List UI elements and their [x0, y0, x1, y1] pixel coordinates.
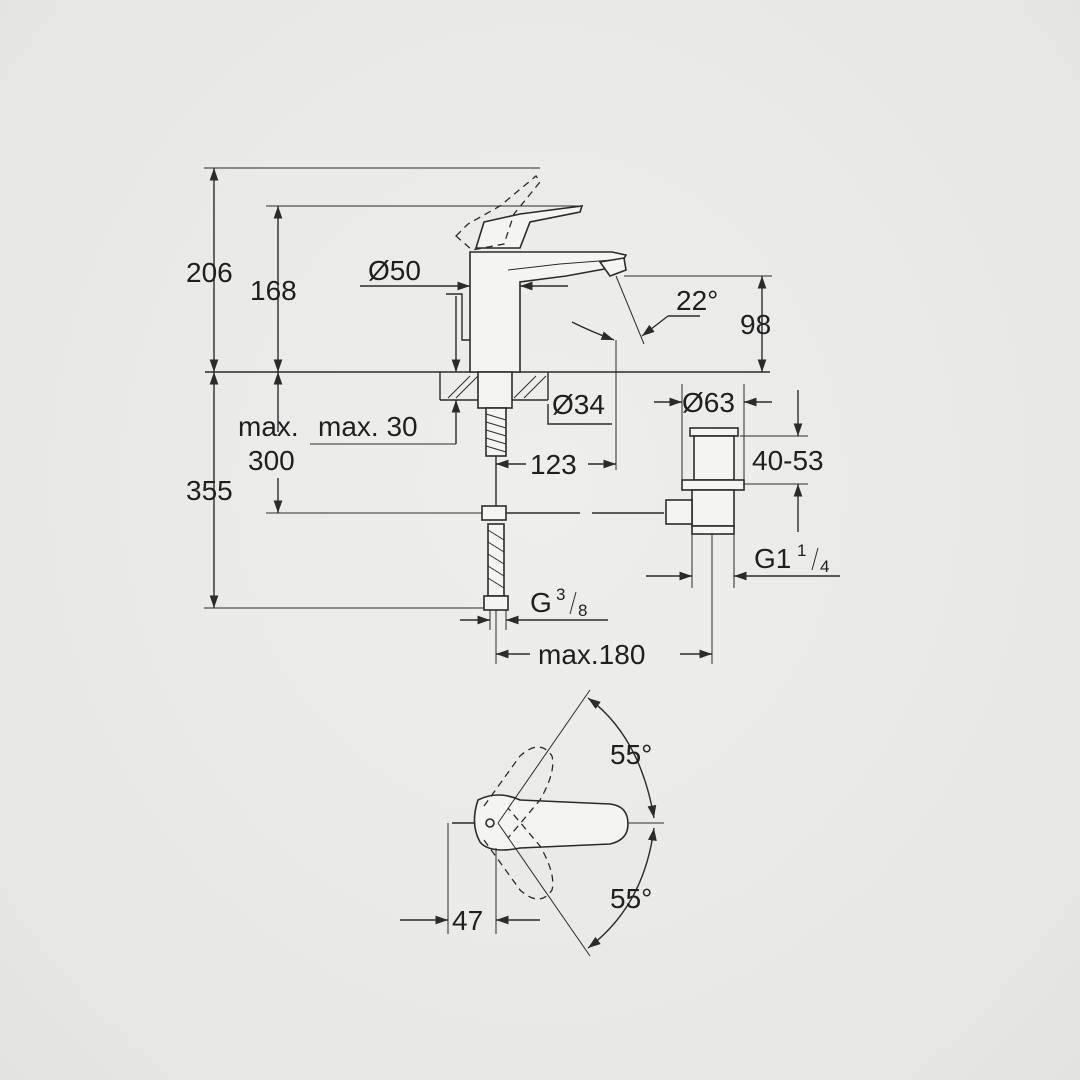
aerator — [598, 257, 627, 277]
dim-max-180: max.180 — [538, 639, 645, 670]
dim-300: 300 — [248, 445, 295, 476]
dim-max-30: max. 30 — [318, 411, 418, 442]
mounting-shank — [477, 371, 513, 409]
dim-206: 206 — [186, 257, 233, 288]
dim-98: 98 — [740, 309, 771, 340]
dim-40-53: 40-53 — [752, 445, 824, 476]
dim-supply-thread: G 3 8 — [530, 585, 587, 620]
supply-nut — [483, 595, 509, 611]
hose-connector — [481, 505, 507, 521]
svg-text:8: 8 — [578, 601, 587, 620]
dim-angle-up: 55° — [610, 739, 652, 770]
svg-text:1: 1 — [797, 541, 806, 560]
dim-123: 123 — [530, 449, 577, 480]
popup-rod — [446, 293, 470, 341]
lever-alternate-position — [455, 175, 541, 251]
svg-text:G: G — [530, 587, 552, 618]
plan-view — [400, 689, 664, 957]
dim-168: 168 — [250, 275, 297, 306]
elevation-view — [204, 167, 840, 664]
svg-text:3: 3 — [556, 585, 565, 604]
lever-rotated-down — [483, 807, 554, 900]
waste-valve — [665, 427, 745, 535]
dim-waste-diameter: Ø63 — [682, 387, 735, 418]
svg-text:G1: G1 — [754, 543, 791, 574]
dim-body-diameter: Ø50 — [368, 255, 421, 286]
dim-355: 355 — [186, 475, 233, 506]
dim-spout-angle: 22° — [676, 285, 718, 316]
lever-top-view — [473, 794, 629, 851]
dim-max-label: max. — [238, 411, 299, 442]
dim-waste-thread: G1 1 4 — [754, 541, 829, 576]
dim-47: 47 — [452, 905, 483, 936]
dim-hole-diameter: Ø34 — [552, 389, 605, 420]
lever-handle — [474, 205, 584, 249]
lever-rotated-up — [483, 746, 554, 839]
dim-angle-down: 55° — [610, 883, 652, 914]
svg-text:4: 4 — [820, 557, 829, 576]
faucet-body — [469, 251, 628, 373]
